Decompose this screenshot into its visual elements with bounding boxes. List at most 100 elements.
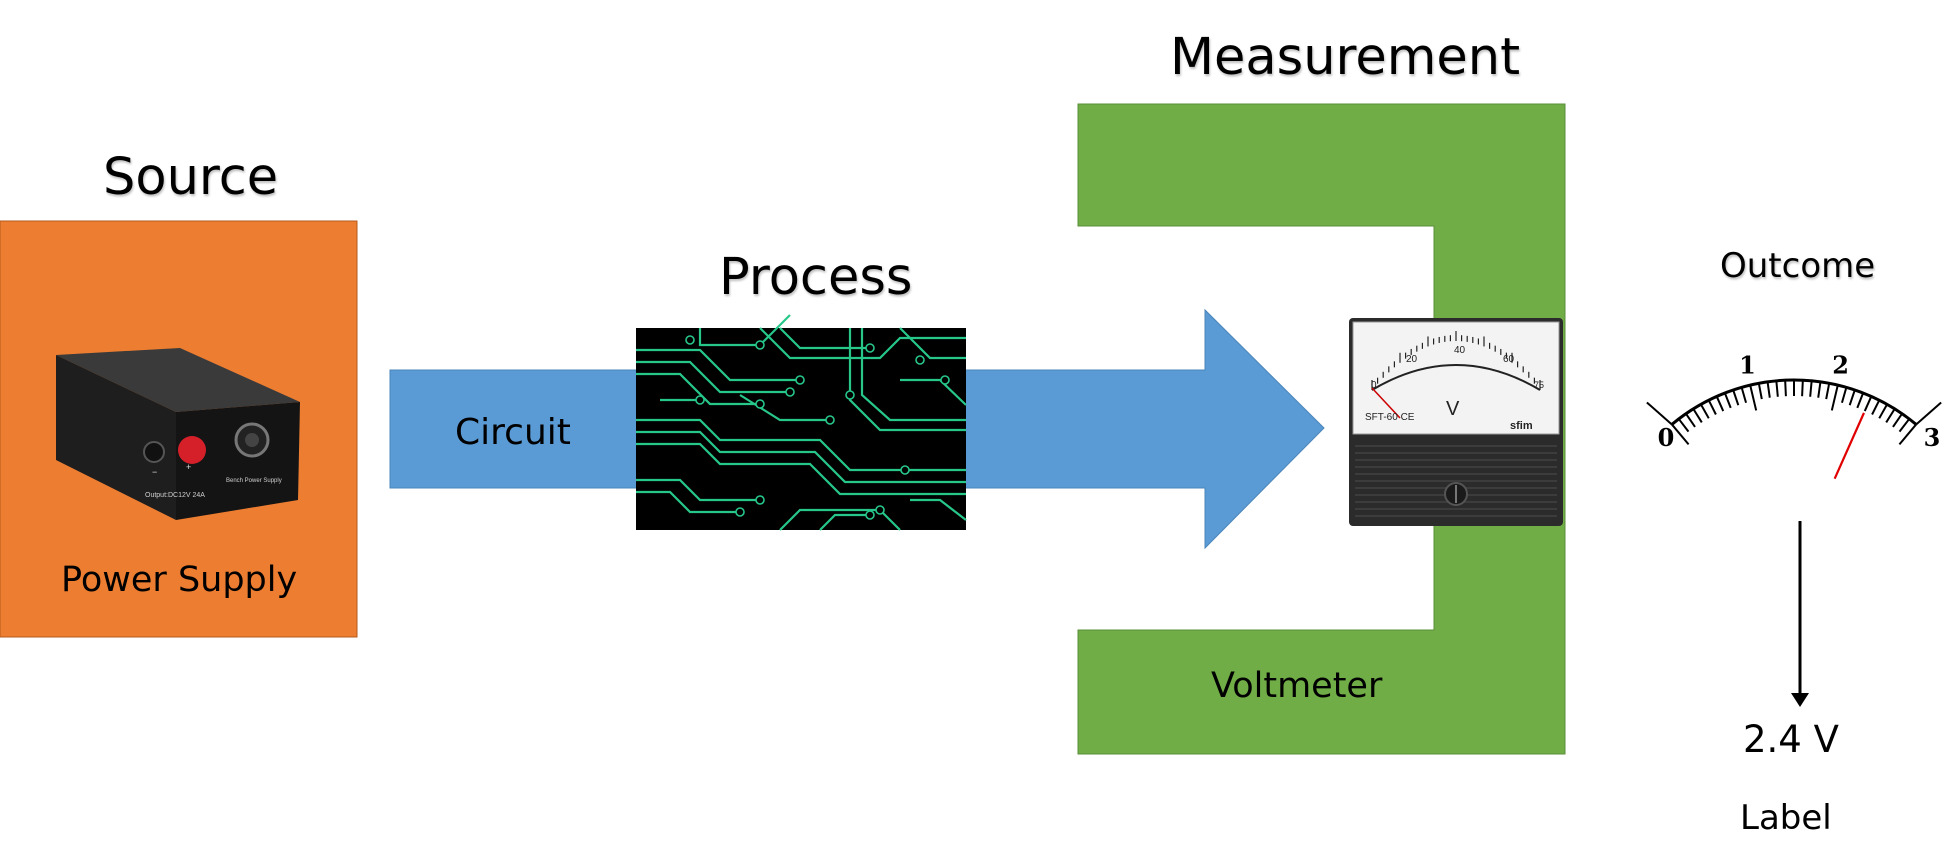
circuit-pad-15 [900, 465, 910, 475]
gauge-tick-28 [1892, 413, 1903, 428]
gauge-tick-25 [1871, 399, 1881, 415]
circuit-trace-16 [819, 513, 870, 531]
gauge-tick-11 [1757, 383, 1763, 400]
vm-unit: V [1446, 398, 1460, 420]
gauge-tick-16 [1801, 380, 1804, 397]
reading-label: 2.4 V [1743, 718, 1839, 761]
gauge-tick-6 [1715, 396, 1725, 412]
circuit-board-icon [636, 314, 967, 531]
gauge-tick-22 [1848, 389, 1856, 406]
label-text: Label [1740, 798, 1832, 838]
gauge-needle [1833, 412, 1865, 480]
circuit-trace-3 [636, 418, 966, 472]
gauge-tick-29 [1898, 418, 1911, 433]
gauge-tick-5 [1707, 399, 1717, 415]
circuit-trace-9 [759, 327, 966, 360]
gauge-tick-17 [1809, 380, 1813, 397]
gauge-tick-2 [1685, 413, 1696, 428]
circuit-pad-14 [845, 390, 855, 400]
vm-scale-40: 40 [1454, 345, 1466, 356]
gauge-label-3: 3 [1924, 423, 1941, 452]
circuit-trace-11 [848, 328, 966, 432]
vm-scale-60: 60 [1503, 354, 1515, 365]
gauge-tick-26 [1878, 403, 1888, 419]
circuit-trace-15 [779, 508, 901, 531]
circuit-trace-10 [779, 327, 870, 350]
circuit-trace-17 [910, 498, 967, 521]
circuit-pad-0 [795, 375, 805, 385]
gauge-tick-7 [1723, 392, 1732, 409]
circuit-trace-4 [636, 430, 966, 484]
voltmeter-icon: 0 20 40 60 75 V SFT-60 CE sfim [1349, 318, 1563, 526]
gauge-label-0: 0 [1658, 423, 1675, 452]
gauge-end-left [1646, 401, 1673, 426]
brand-text: Bench Power Supply [226, 478, 282, 484]
circuit-trace-6 [636, 478, 760, 502]
voltmeter-label: Voltmeter [1211, 666, 1383, 706]
minus-label: − [152, 467, 157, 477]
circuit-trace-0 [636, 348, 800, 382]
circuit-label: Circuit [455, 412, 571, 453]
power-supply-label: Power Supply [61, 560, 298, 600]
circuit-pad-8 [875, 505, 885, 515]
outcome-heading: Outcome [1720, 246, 1876, 286]
circuit-pad-5 [865, 343, 875, 353]
gauge-tick-0 [1671, 423, 1690, 446]
gauge-tick-1 [1677, 418, 1690, 433]
gauge-tick-12 [1766, 381, 1771, 398]
circuit-trace-5 [636, 442, 966, 496]
circuit-pad-3 [755, 495, 765, 505]
circuit-pad-11 [940, 375, 950, 385]
circuit-trace-13 [899, 327, 966, 360]
vm-scale-75: 75 [1534, 380, 1544, 390]
gauge-tick-23 [1856, 392, 1865, 409]
measurement-shape [1077, 103, 1566, 755]
gauge-tick-27 [1885, 408, 1896, 423]
vm-scale-0: 0 [1371, 380, 1377, 391]
process-heading: Process [719, 248, 913, 307]
gauge-tick-14 [1784, 380, 1787, 397]
circuit-pad-1 [785, 387, 795, 397]
power-supply-icon: − + Output:DC12V 24A Bench Power Supply [56, 348, 300, 520]
gauge-tick-19 [1825, 383, 1831, 400]
gauge-tick-3 [1692, 408, 1703, 423]
gauge-label-1: 1 [1739, 350, 1756, 379]
circuit-trace-7 [636, 490, 740, 514]
circuit-pad-6 [695, 395, 705, 405]
circuit-trace-12 [860, 328, 966, 422]
gauge-tick-8 [1732, 389, 1740, 406]
circuit-pad-7 [825, 415, 835, 425]
gauge-tick-9 [1740, 387, 1748, 404]
gauge-tick-21 [1840, 387, 1848, 404]
down-arrow [1791, 521, 1809, 707]
panel-text: Output:DC12V 24A [145, 492, 205, 499]
gauge-tick-4 [1700, 403, 1710, 419]
measurement-heading: Measurement [1170, 28, 1521, 87]
circuit-trace-14 [900, 378, 967, 406]
vm-scale-20: 20 [1406, 354, 1418, 365]
circuit-trace-19 [739, 394, 830, 422]
gauge-tick-24 [1863, 396, 1873, 412]
circuit-pad-13 [685, 335, 695, 345]
plus-label: + [186, 462, 191, 472]
gauge-label-2: 2 [1832, 350, 1849, 379]
gauge-tick-10 [1749, 384, 1758, 411]
vm-brand: sfim [1510, 420, 1533, 432]
circuit-pad-10 [915, 355, 925, 365]
circuit-pad-12 [755, 340, 765, 350]
gauge-tick-13 [1775, 380, 1779, 397]
gauge-tick-18 [1817, 381, 1822, 398]
circuit-trace-8 [698, 314, 791, 347]
circuit-trace-1 [636, 360, 790, 394]
circuit-trace-2 [636, 372, 760, 406]
circuit-pad-9 [865, 510, 875, 520]
vm-model: SFT-60 CE [1365, 412, 1415, 423]
circuit-pad-2 [755, 399, 765, 409]
gauge-tick-30 [1898, 423, 1917, 446]
gauge-end-right [1915, 401, 1942, 426]
outcome-gauge: 0 1 2 3 [1646, 350, 1942, 480]
circuit-pad-4 [735, 507, 745, 517]
gauge-tick-20 [1830, 384, 1839, 411]
